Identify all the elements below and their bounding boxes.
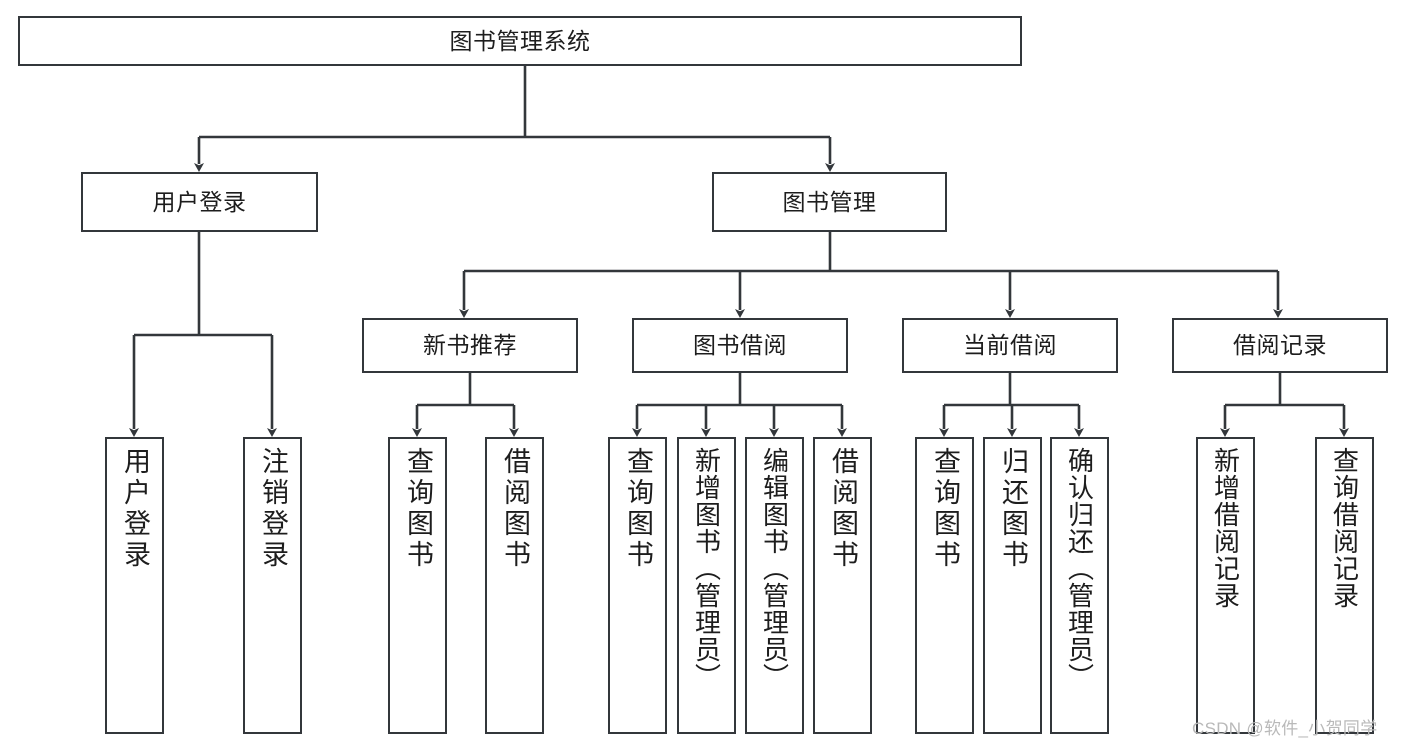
node-leaf-user-logout[interactable]: 注销登录 [243,437,302,734]
node-leaf-edit-book-admin[interactable]: 编辑图书（管理员） [745,437,804,734]
node-label: 新增图书（管理员） [691,447,722,690]
node-label: 查询图书 [623,447,653,571]
node-leaf-query-book-newbook[interactable]: 查询图书 [388,437,447,734]
node-borrow-record[interactable]: 借阅记录 [1172,318,1388,373]
node-label: 借阅图书 [500,447,530,571]
node-leaf-query-borrow-record[interactable]: 查询借阅记录 [1315,437,1374,734]
node-root-book-management-system[interactable]: 图书管理系统 [18,16,1022,66]
node-leaf-user-login[interactable]: 用户登录 [105,437,164,734]
node-new-book-recommend[interactable]: 新书推荐 [362,318,578,373]
node-label: 归还图书 [998,447,1028,571]
node-label: 图书管理 [782,188,877,215]
node-book-borrow[interactable]: 图书借阅 [632,318,848,373]
node-current-borrow[interactable]: 当前借阅 [902,318,1118,373]
node-label: 图书管理系统 [449,27,591,54]
node-label: 查询图书 [930,447,960,571]
node-label: 图书借阅 [693,332,787,359]
node-label: 新增借阅记录 [1210,447,1241,609]
node-leaf-add-borrow-record[interactable]: 新增借阅记录 [1196,437,1255,734]
node-label: 查询借阅记录 [1329,447,1360,609]
node-book-management[interactable]: 图书管理 [712,172,947,232]
node-label: 当前借阅 [963,332,1057,359]
node-label: 确认归还（管理员） [1064,447,1095,690]
node-label: 用户登录 [120,447,150,571]
node-leaf-confirm-return-admin[interactable]: 确认归还（管理员） [1050,437,1109,734]
node-leaf-query-book-current[interactable]: 查询图书 [915,437,974,734]
node-label: 查询图书 [403,447,433,571]
node-leaf-borrow-book-borrow[interactable]: 借阅图书 [813,437,872,734]
node-label: 新书推荐 [423,332,517,359]
node-leaf-return-book[interactable]: 归还图书 [983,437,1042,734]
node-leaf-query-book-borrow[interactable]: 查询图书 [608,437,667,734]
node-label: 借阅图书 [828,447,858,571]
node-label: 注销登录 [258,447,288,571]
node-leaf-borrow-book-newbook[interactable]: 借阅图书 [485,437,544,734]
node-label: 用户登录 [152,188,247,215]
node-user-login[interactable]: 用户登录 [81,172,318,232]
csdn-watermark: CSDN @软件_小贺同学 [1192,719,1378,738]
node-label: 编辑图书（管理员） [759,447,790,690]
node-leaf-add-book-admin[interactable]: 新增图书（管理员） [677,437,736,734]
node-label: 借阅记录 [1233,332,1327,359]
